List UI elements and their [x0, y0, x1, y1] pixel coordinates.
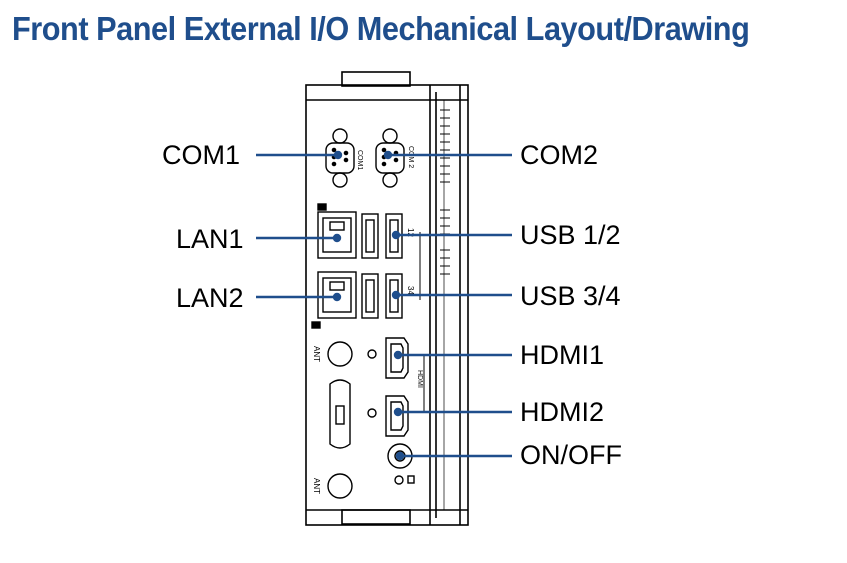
side-markings	[440, 109, 450, 275]
usb12-marking: 12	[406, 228, 415, 237]
label-com2: COM2	[520, 140, 599, 170]
label-lan1: LAN1	[176, 224, 244, 254]
ant-marking-top: ANT	[312, 346, 321, 362]
com2-marking: COM 2	[407, 146, 414, 168]
ant-marking-bottom: ANT	[312, 478, 321, 494]
label-usb34: USB 3/4	[520, 281, 621, 311]
usb-ports: 12 34	[361, 213, 421, 319]
lan2-port	[311, 271, 357, 329]
power-button	[387, 443, 415, 485]
label-com1: COM1	[162, 140, 241, 170]
enclosure	[305, 71, 469, 526]
antenna-top: ANT	[312, 341, 377, 367]
label-onoff: ON/OFF	[520, 440, 622, 470]
label-hdmi2: HDMI2	[520, 397, 605, 427]
page-title: Front Panel External I/O Mechanical Layo…	[12, 10, 750, 47]
lan1-port	[317, 203, 357, 259]
com2-port: COM 2	[375, 128, 414, 188]
label-usb12: USB 1/2	[520, 220, 621, 250]
leader-lines	[256, 150, 512, 461]
antenna-bottom: ANT	[312, 473, 353, 499]
blank-cutout	[329, 379, 377, 449]
label-hdmi1: HDMI1	[520, 340, 605, 370]
label-lan2: LAN2	[176, 283, 244, 313]
com1-port: COM1	[325, 128, 363, 188]
hdmi-marking: HDMI	[416, 370, 423, 388]
usb34-marking: 34	[406, 286, 415, 295]
com1-marking: COM1	[356, 150, 363, 170]
hdmi-ports: HDMI	[385, 337, 425, 437]
